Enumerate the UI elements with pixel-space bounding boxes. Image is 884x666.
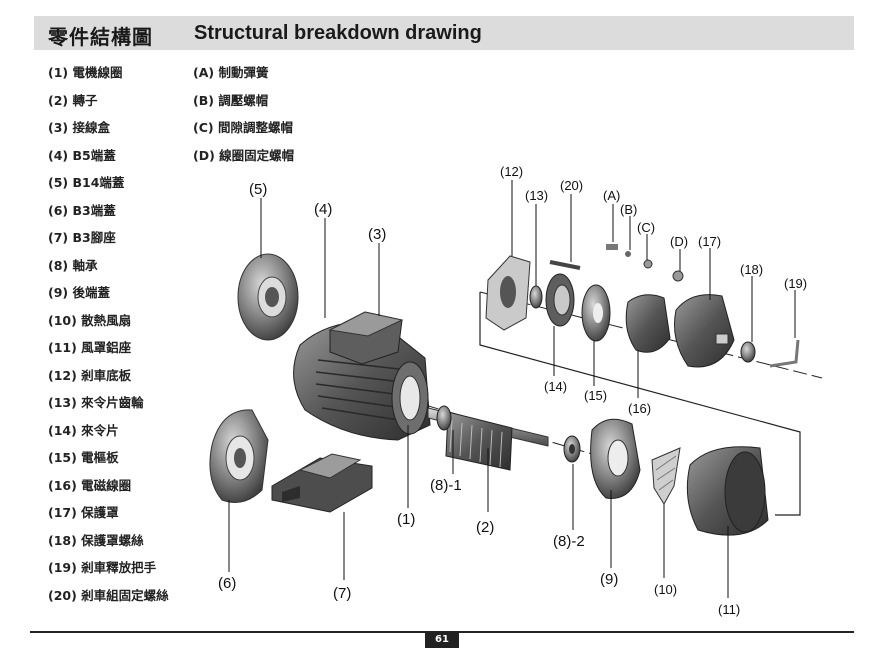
- callout-10: (10): [654, 582, 677, 597]
- armature-plate: [581, 284, 611, 342]
- part-item: (3) 接線盒: [48, 120, 110, 135]
- electromagnetic-coil: [625, 294, 671, 353]
- callout-5: (5): [249, 181, 267, 198]
- brake-part-item: (D) 線圈固定螺帽: [193, 147, 295, 163]
- callout-a: (A): [603, 188, 620, 203]
- brake-spring-parts: [606, 244, 684, 282]
- callout-4: (4): [314, 201, 332, 218]
- parts-list: (1) 電機線圈 (2) 轉子 (3) 接線盒 (4) B5端蓋 (5) B14…: [48, 64, 169, 614]
- callout-d: (D): [670, 234, 688, 249]
- brake-part-item: (C) 間隙調整螺帽: [193, 120, 293, 135]
- bearing-front: [436, 405, 452, 431]
- callout-17: (17): [698, 234, 721, 249]
- part-item: (18) 保護罩螺絲: [48, 532, 144, 548]
- b3-foot: [271, 453, 373, 513]
- callout-8-1: (8)-1: [430, 477, 462, 494]
- part-item: (11) 風罩鋁座: [48, 340, 132, 355]
- part-item: (13) 來令片齒輪: [48, 395, 144, 410]
- brake-release-handle: [769, 339, 800, 368]
- rotor: [427, 407, 549, 471]
- title-english: Structural breakdown drawing: [194, 22, 482, 44]
- part-item: (10) 散熱風扇: [48, 312, 132, 328]
- callout-6: (6): [218, 575, 236, 592]
- rear-end-cover: [590, 418, 641, 499]
- b3-end-cover: [209, 409, 269, 503]
- part-item: (17) 保護罩: [48, 505, 119, 520]
- part-item: (7) B3腳座: [48, 230, 116, 245]
- callout-8-2: (8)-2: [553, 533, 585, 550]
- brake-base-plate: [485, 255, 531, 331]
- part-item: (9) 後端蓋: [48, 285, 110, 300]
- part-item: (20) 剎車組固定螺絲: [48, 587, 169, 603]
- part-item: (4) B5端蓋: [48, 147, 116, 163]
- friction-disc: [545, 273, 575, 327]
- cooling-fan: [651, 447, 681, 505]
- title-chinese: 零件結構圖: [48, 25, 153, 49]
- brake-gear: [529, 285, 543, 309]
- callout-9: (9): [600, 571, 618, 588]
- page-number: 61: [425, 632, 459, 648]
- part-item: (19) 剎車釋放把手: [48, 560, 157, 575]
- part-item: (2) 轉子: [48, 92, 98, 108]
- callout-3: (3): [368, 226, 386, 243]
- b14-end-cover: [237, 253, 299, 341]
- leader-lines: [228, 180, 796, 598]
- brake-fixing-screws: [549, 260, 581, 270]
- part-item: (5) B14端蓋: [48, 175, 125, 190]
- title-bar: 零件結構圖 Structural breakdown drawing: [34, 16, 854, 50]
- callout-20: (20): [560, 178, 583, 193]
- callout-2: (2): [476, 519, 494, 536]
- callout-14: (14): [544, 379, 567, 394]
- part-item: (15) 電樞板: [48, 450, 119, 465]
- callout-13: (13): [525, 188, 548, 203]
- brake-part-item: (A) 制動彈簧: [193, 65, 269, 80]
- cover-screw: [740, 341, 756, 363]
- callout-b: (B): [620, 202, 637, 217]
- callout-19: (19): [784, 276, 807, 291]
- callout-c: (C): [637, 220, 655, 235]
- part-item: (1) 電機線圈: [48, 65, 123, 80]
- brake-part-item: (B) 調壓螺帽: [193, 92, 269, 108]
- callout-11: (11): [718, 602, 740, 617]
- fan-cowl: [686, 446, 769, 536]
- callout-12: (12): [500, 164, 523, 179]
- part-item: (6) B3端蓋: [48, 202, 116, 218]
- protective-cover: [674, 294, 735, 368]
- bearing-rear: [563, 435, 581, 463]
- callout-18: (18): [740, 262, 763, 277]
- brake-parts-list: (A) 制動彈簧 (B) 調壓螺帽 (C) 間隙調整螺帽 (D) 線圈固定螺帽: [193, 64, 294, 174]
- brake-bracket: [479, 292, 801, 516]
- callout-16: (16): [628, 401, 651, 416]
- part-item: (14) 來令片: [48, 422, 119, 438]
- part-item: (16) 電磁線圈: [48, 477, 132, 493]
- part-item: (8) 軸承: [48, 257, 98, 273]
- part-item: (12) 剎車底板: [48, 367, 132, 383]
- callout-15: (15): [584, 388, 607, 403]
- callout-1: (1): [397, 511, 415, 528]
- terminal-box: [328, 311, 404, 365]
- callout-7: (7): [333, 585, 351, 602]
